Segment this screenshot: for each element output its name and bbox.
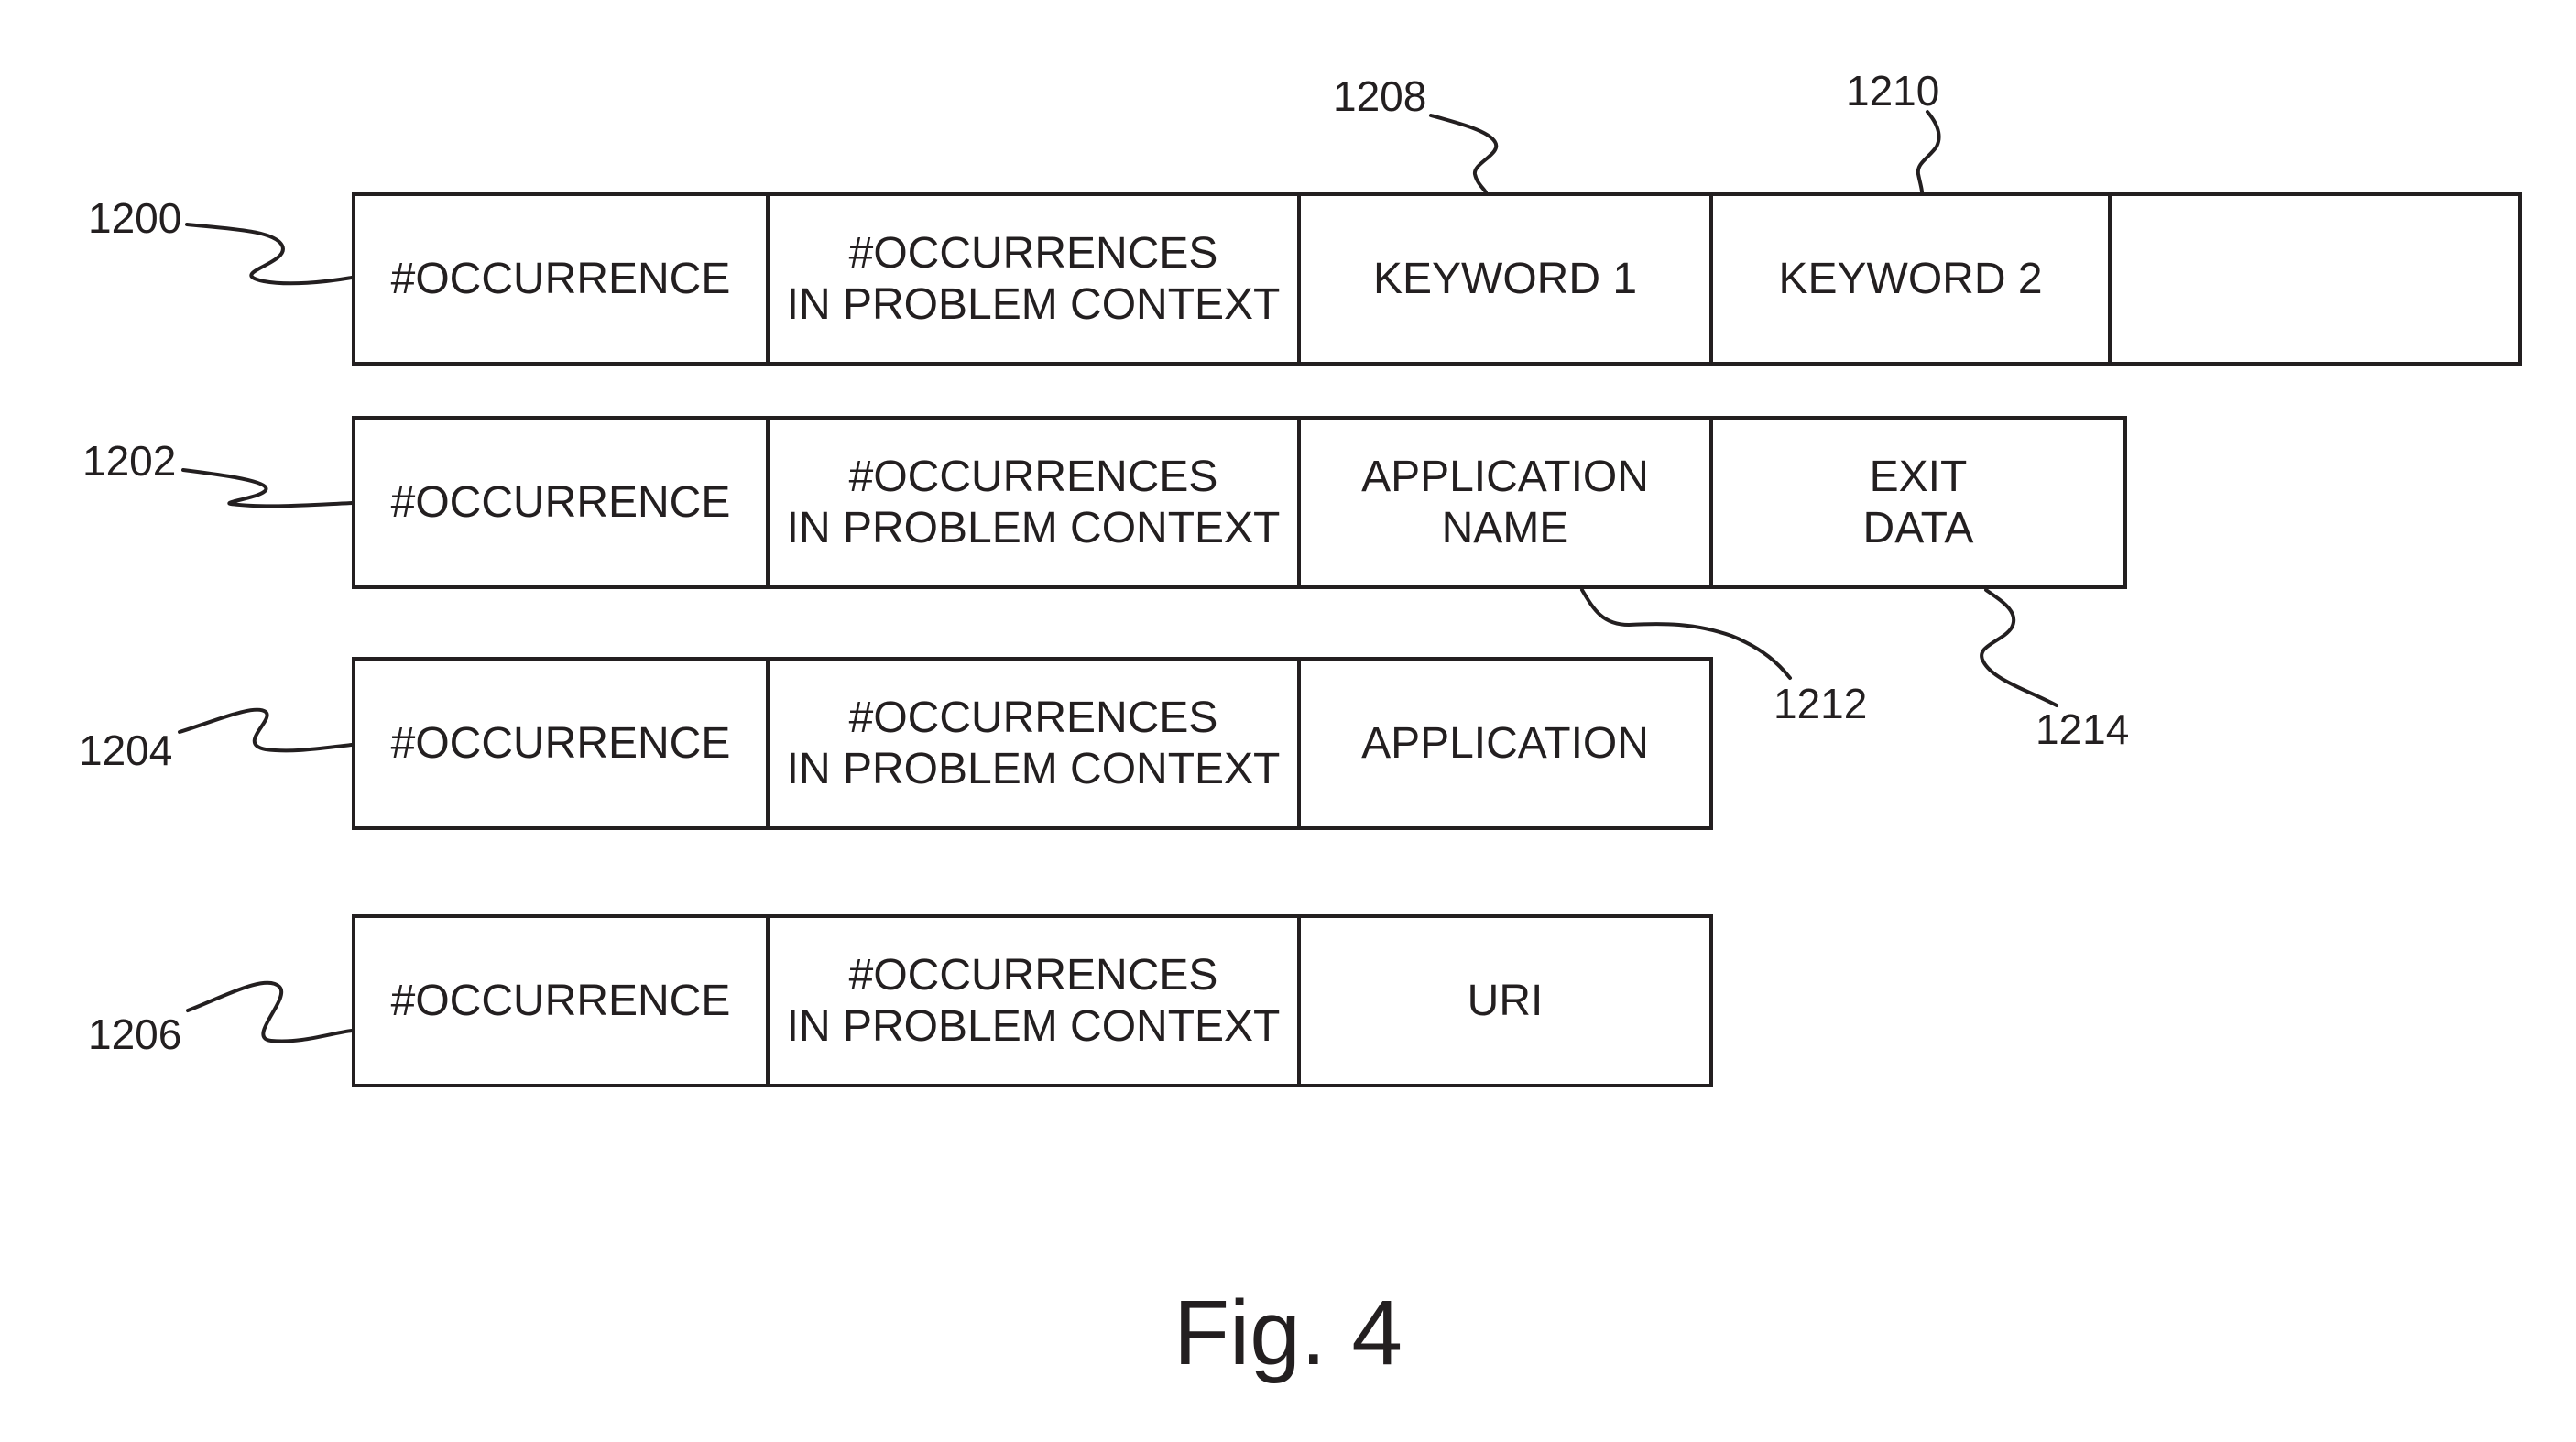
ref-numeral-1200: 1200	[88, 197, 181, 239]
leader-line-1204	[180, 710, 352, 751]
leader-line-1210	[1918, 112, 1939, 192]
leader-line-1206	[188, 983, 352, 1042]
figure-caption: Fig. 4	[0, 1287, 2576, 1379]
ref-numeral-1208: 1208	[1333, 75, 1426, 117]
ref-numeral-1214: 1214	[2036, 708, 2129, 750]
leader-line-1208	[1431, 115, 1496, 192]
ref-numeral-1210: 1210	[1846, 70, 1939, 112]
ref-numeral-1206: 1206	[88, 1013, 181, 1055]
ref-numeral-1204: 1204	[79, 729, 172, 771]
leader-line-1202	[183, 470, 352, 506]
ref-numeral-1202: 1202	[82, 440, 176, 482]
ref-numeral-1212: 1212	[1774, 683, 1867, 725]
leader-line-1200	[187, 224, 352, 283]
leader-line-1212	[1582, 590, 1790, 678]
leader-line-1214	[1981, 590, 2057, 705]
